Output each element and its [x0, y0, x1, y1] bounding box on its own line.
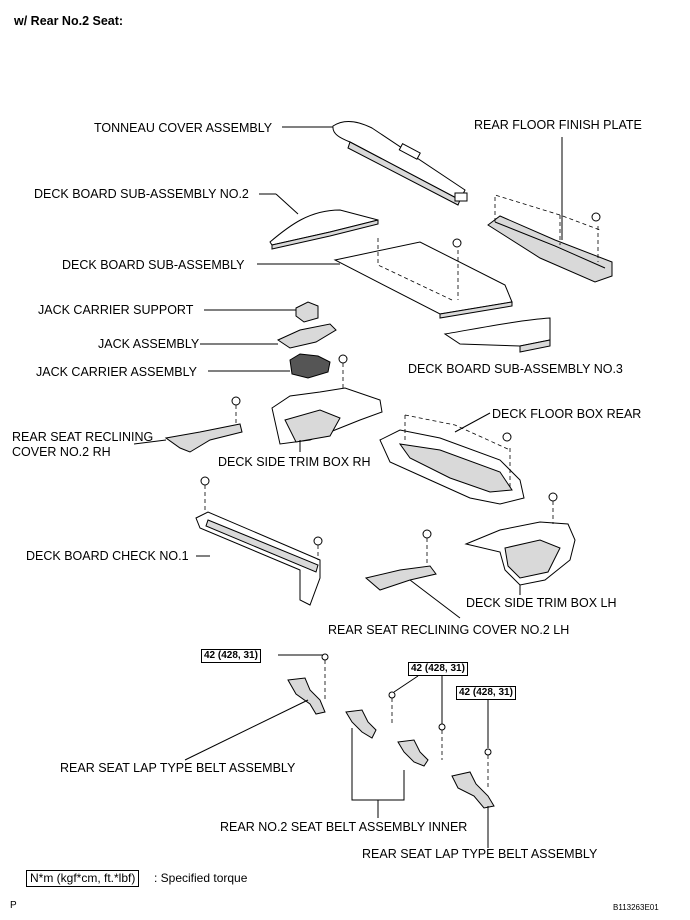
- figure-code: B113263E01: [613, 903, 659, 912]
- deck-board-check-drawing: [195, 476, 323, 606]
- deck-floor-box-rear-drawing: [379, 412, 525, 505]
- deck-side-trim-rh-drawing: [271, 354, 383, 452]
- label-jack-carrier-assembly: JACK CARRIER ASSEMBLY: [36, 365, 197, 379]
- deck-board-no3-drawing: [443, 317, 551, 353]
- reclining-cover-lh-drawing: [364, 529, 461, 619]
- deck-board-drawing: [257, 238, 513, 319]
- label-rear-floor-finish-plate: REAR FLOOR FINISH PLATE: [474, 118, 642, 132]
- label-deck-side-trim-lh: DECK SIDE TRIM BOX LH: [466, 596, 617, 610]
- torque-legend-box: N*m (kgf*cm, ft.*lbf): [26, 870, 140, 887]
- label-lap-belt-2: REAR SEAT LAP TYPE BELT ASSEMBLY: [362, 847, 598, 861]
- deck-side-trim-lh-drawing: [464, 492, 576, 595]
- torque-spec-1: 42 (428, 31): [201, 649, 261, 663]
- diagram-heading: w/ Rear No.2 Seat:: [14, 14, 124, 28]
- jack-assembly-drawing: [200, 323, 337, 349]
- label-reclining-cover-lh: REAR SEAT RECLINING COVER NO.2 LH: [328, 623, 570, 637]
- label-reclining-cover-rh-2: COVER NO.2 RH: [12, 445, 111, 459]
- lap-belt-2-drawing: [451, 698, 495, 848]
- label-jack-carrier-support: JACK CARRIER SUPPORT: [38, 303, 194, 317]
- label-no2-belt-inner: REAR NO.2 SEAT BELT ASSEMBLY INNER: [220, 820, 468, 834]
- reclining-cover-rh-drawing: [133, 396, 243, 453]
- deck-board-no2-drawing: [259, 193, 379, 250]
- label-deck-board: DECK BOARD SUB-ASSEMBLY: [62, 258, 245, 272]
- torque-spec-3: 42 (428, 31): [456, 686, 516, 700]
- label-jack-assembly: JACK ASSEMBLY: [98, 337, 200, 351]
- label-reclining-cover-rh-1: REAR SEAT RECLINING: [12, 430, 154, 444]
- tonneau-cover-drawing: [282, 121, 468, 206]
- jack-carrier-assembly-drawing: [208, 353, 331, 379]
- jack-carrier-support-drawing: [204, 301, 319, 323]
- label-deck-board-no2: DECK BOARD SUB-ASSEMBLY NO.2: [34, 187, 249, 201]
- lap-belt-1-drawing: [184, 653, 329, 761]
- label-deck-board-no3: DECK BOARD SUB-ASSEMBLY NO.3: [408, 362, 623, 376]
- label-deck-side-trim-rh: DECK SIDE TRIM BOX RH: [218, 455, 371, 469]
- no2-belt-inner-drawing: [345, 675, 446, 818]
- torque-legend-text: : Specified torque: [154, 871, 248, 885]
- label-deck-board-check: DECK BOARD CHECK NO.1: [26, 549, 189, 563]
- torque-spec-2: 42 (428, 31): [408, 662, 468, 676]
- rear-floor-finish-plate-drawing: [487, 137, 613, 283]
- label-lap-belt-1: REAR SEAT LAP TYPE BELT ASSEMBLY: [60, 761, 296, 775]
- label-deck-floor-box-rear: DECK FLOOR BOX REAR: [492, 407, 642, 421]
- label-tonneau-cover: TONNEAU COVER ASSEMBLY: [94, 121, 273, 135]
- page-mark: P: [10, 900, 17, 911]
